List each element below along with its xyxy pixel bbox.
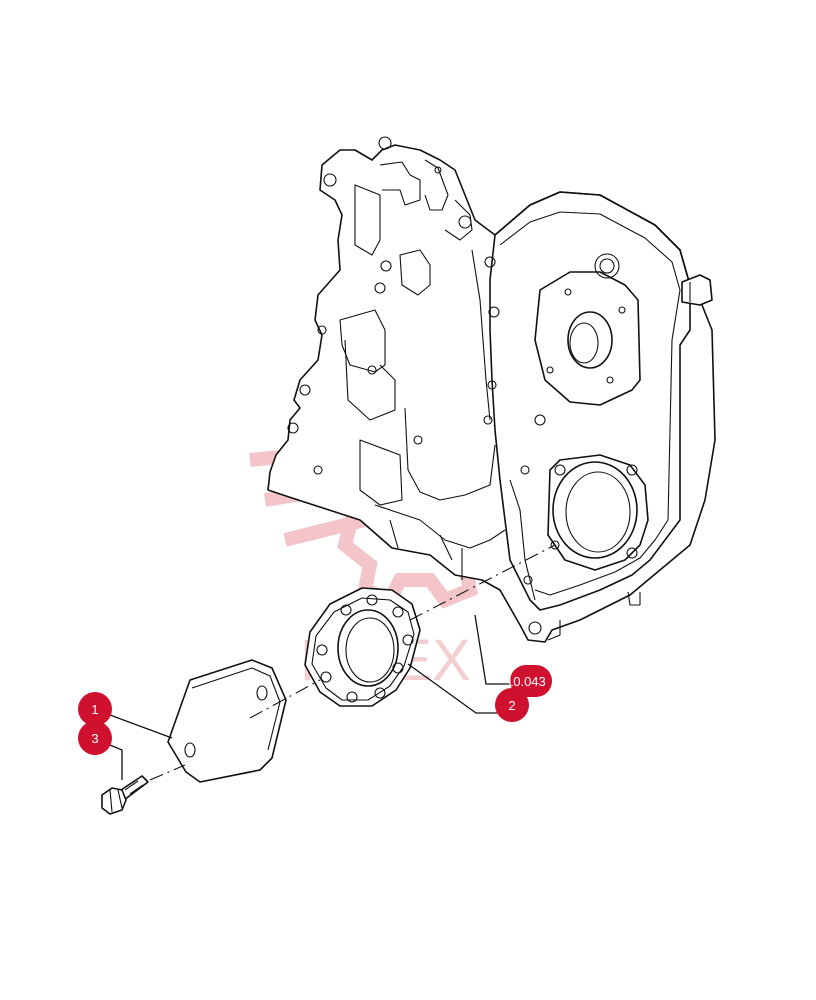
- gasket-part: [304, 587, 421, 707]
- callout-label: 1: [91, 702, 98, 717]
- leader-line-1: [109, 714, 173, 739]
- cover-plate-part: [167, 659, 287, 783]
- callout-badge-2[interactable]: 2: [495, 688, 529, 722]
- callout-circle: [78, 692, 112, 726]
- leader-line-2: [407, 663, 497, 714]
- bolt-part: [101, 775, 149, 815]
- callout-label: 3: [91, 731, 98, 746]
- reference-label: 10.043: [506, 674, 546, 689]
- reference-pill: [510, 665, 552, 697]
- gear-housing: [267, 136, 716, 643]
- callout-circle: [495, 688, 529, 722]
- reference-badge[interactable]: 10.043: [506, 665, 552, 697]
- callout-badge-3[interactable]: 3: [78, 721, 112, 755]
- assembly-centerline: [149, 544, 556, 781]
- leader-line-3: [109, 744, 123, 780]
- callout-badge-1[interactable]: 1: [78, 692, 112, 726]
- leader-line-ref: [474, 614, 510, 685]
- callout-circle: [78, 721, 112, 755]
- callout-label: 2: [508, 698, 515, 713]
